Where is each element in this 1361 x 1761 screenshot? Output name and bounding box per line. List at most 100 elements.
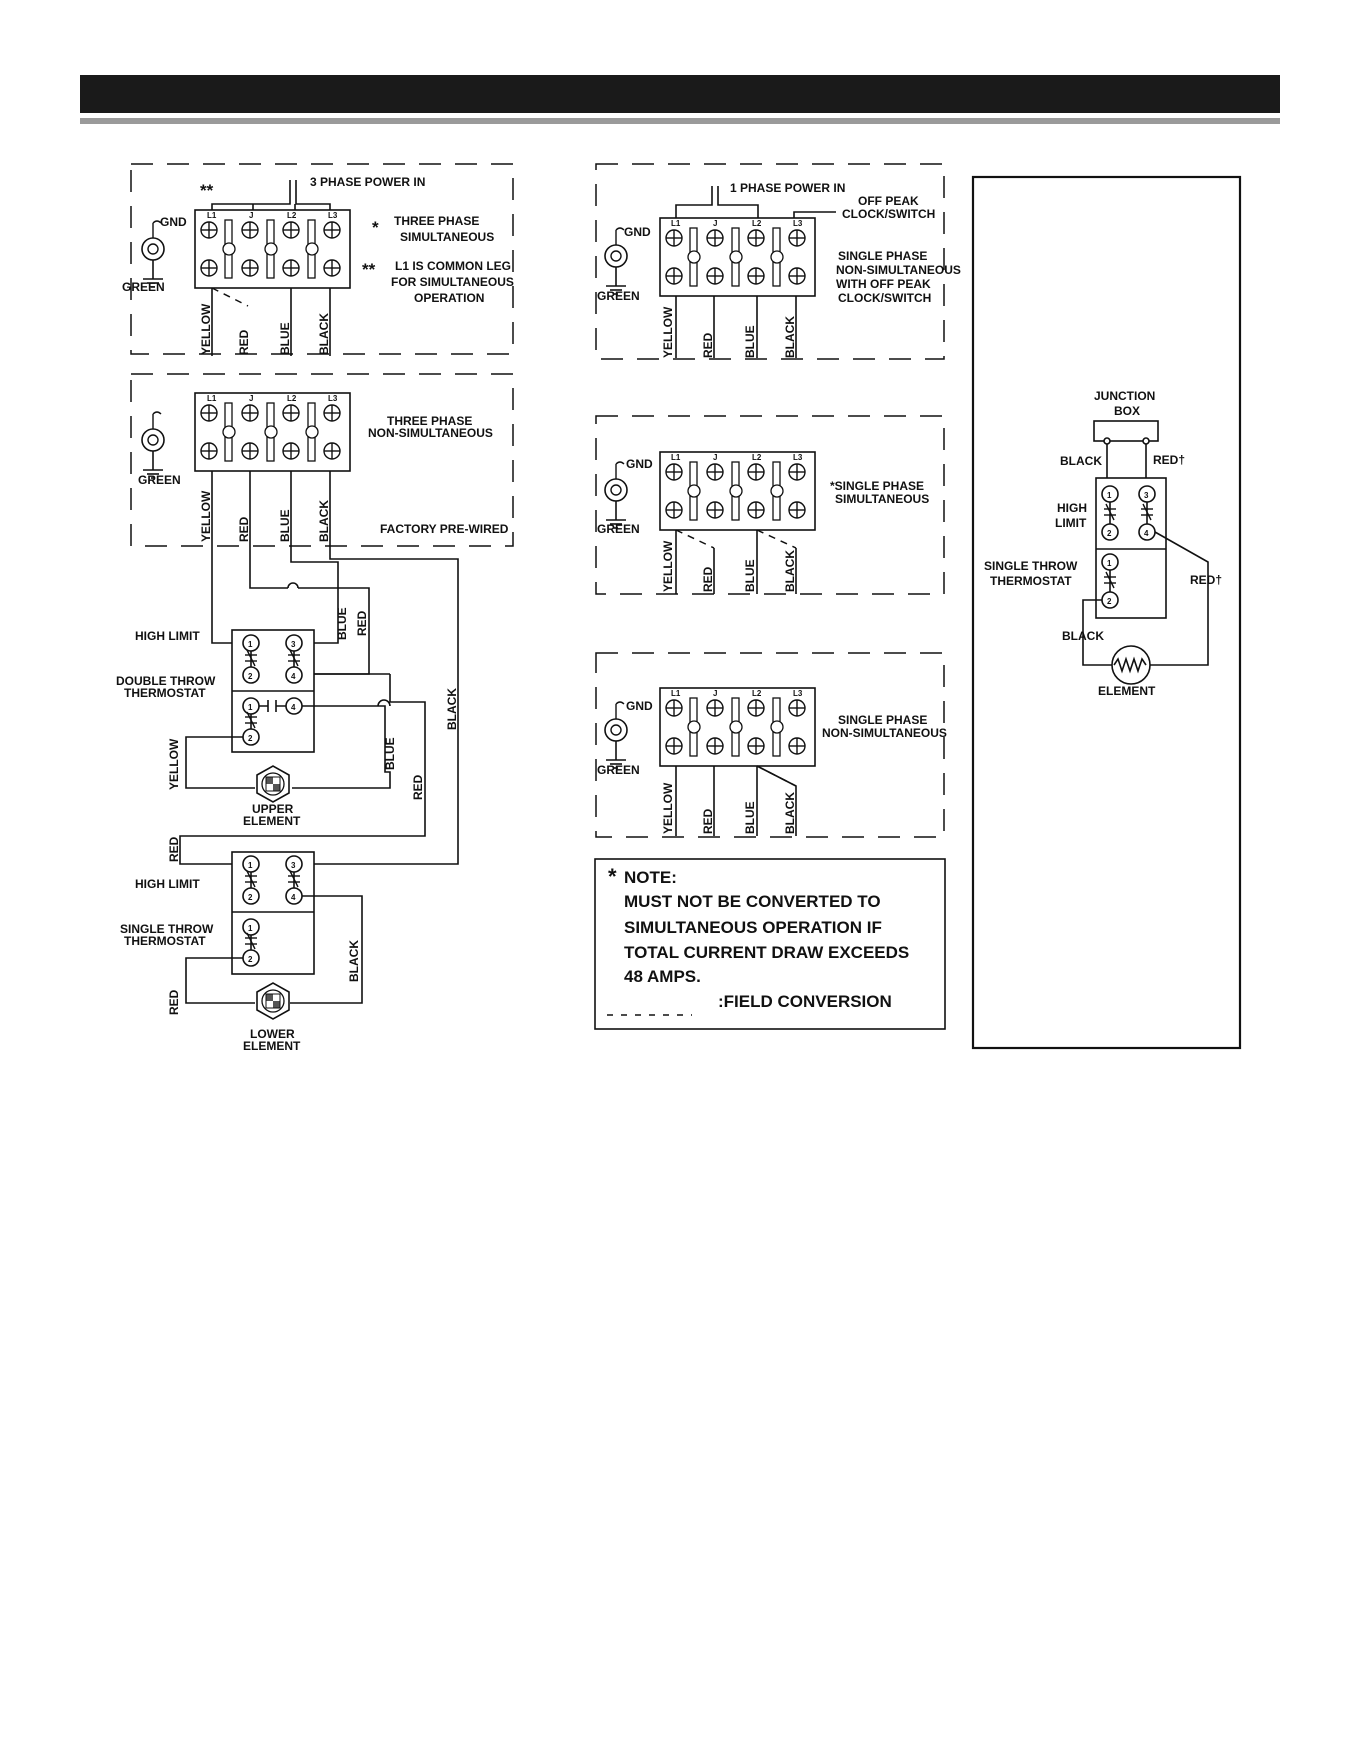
title-line-1: SINGLE PHASE xyxy=(838,713,927,727)
terminal-l1: L1 xyxy=(207,394,217,403)
wire-yellow: YELLOW xyxy=(661,540,675,592)
wire-red: RED xyxy=(237,516,251,542)
wire-blue: BLUE xyxy=(743,559,757,592)
terminal-4: 4 xyxy=(291,893,296,902)
wire-red: RED xyxy=(701,808,715,834)
power-in-label: 1 PHASE POWER IN xyxy=(730,181,845,195)
terminal-l3: L3 xyxy=(793,453,803,462)
header-bar xyxy=(80,75,1280,113)
terminal-1b: 1 xyxy=(248,703,253,712)
wire-black: BLACK xyxy=(317,500,331,542)
green-label: GREEN xyxy=(122,280,165,294)
wire-yellow-label: YELLOW xyxy=(167,738,181,790)
terminal-4b: 4 xyxy=(291,703,296,712)
common-leg-star: ** xyxy=(362,260,376,279)
wire-blue-label: BLUE xyxy=(335,607,349,640)
terminal-l2: L2 xyxy=(287,394,297,403)
double-star: ** xyxy=(200,181,214,200)
wiring-three-phase xyxy=(179,471,459,865)
title-line-1: SINGLE PHASE xyxy=(838,249,927,263)
wire-red-top-label: RED xyxy=(167,836,181,862)
terminal-l3: L3 xyxy=(328,394,338,403)
wire-black: BLACK xyxy=(783,792,797,834)
terminal-l3: L3 xyxy=(328,211,338,220)
wire-black-label: BLACK xyxy=(445,688,459,730)
panel-single-phase-off-peak: 1 PHASE POWER IN OFF PEAK CLOCK/SWITCH G… xyxy=(595,163,961,360)
terminal-l3: L3 xyxy=(793,219,803,228)
note-star: * xyxy=(608,864,617,889)
wire-blue: BLUE xyxy=(278,322,292,355)
junction-box-line-2: BOX xyxy=(1114,404,1140,418)
terminal-j: J xyxy=(249,211,253,220)
thermostat-line-2: THERMOSTAT xyxy=(124,686,206,700)
note-line-2: SIMULTANEOUS OPERATION IF xyxy=(624,918,882,937)
wire-yellow: YELLOW xyxy=(199,490,213,542)
title-line-4: CLOCK/SWITCH xyxy=(838,291,931,305)
title-line-1: THREE PHASE xyxy=(394,214,479,228)
off-peak-line-2: CLOCK/SWITCH xyxy=(842,207,935,221)
black-bottom-label: BLACK xyxy=(1062,629,1104,643)
wire-blue: BLUE xyxy=(743,325,757,358)
terminal-2b: 2 xyxy=(248,955,253,964)
lower-element-label-2: ELEMENT xyxy=(243,1039,301,1053)
title-line-1: THREE PHASE xyxy=(387,414,472,428)
panel-border xyxy=(595,415,945,595)
terminal-1: 1 xyxy=(1107,491,1112,500)
terminal-1b: 1 xyxy=(248,924,253,933)
green-label: GREEN xyxy=(597,522,640,536)
green-label: GREEN xyxy=(597,289,640,303)
wire-red-label-2: RED xyxy=(411,774,425,800)
wire-black: BLACK xyxy=(783,316,797,358)
wire-red-label: RED xyxy=(355,610,369,636)
thermostat-line-2: THERMOSTAT xyxy=(124,934,206,948)
terminal-block xyxy=(195,393,350,471)
note-border xyxy=(594,858,946,1030)
terminal-4: 4 xyxy=(291,672,296,681)
panel-three-phase-non-simultaneous: GREEN L1 J L2 L3 THREE PHASE NON-SIMULTA… xyxy=(130,373,514,547)
red-top-label: RED† xyxy=(1153,453,1185,467)
terminal-j: J xyxy=(249,394,253,403)
terminal-2: 2 xyxy=(248,893,253,902)
terminal-j: J xyxy=(713,219,717,228)
note-line-4: 48 AMPS. xyxy=(624,967,701,986)
common-leg-line-1: L1 IS COMMON LEG xyxy=(395,259,511,273)
terminal-l2: L2 xyxy=(752,689,762,698)
title-line-2: NON-SIMULTANEOUS xyxy=(822,726,947,740)
lower-element-icon xyxy=(256,982,290,1020)
panel-border xyxy=(130,373,514,547)
red-right-label: RED† xyxy=(1190,573,1222,587)
panel-single-element: JUNCTION BOX BLACK RED† 1 2 3 4 1 2 HIGH… xyxy=(971,175,1242,1050)
thermostat-line-1: DOUBLE THROW xyxy=(116,674,216,688)
panel-three-phase-simultaneous: 3 PHASE POWER IN ** GND GREEN L1 J L2 L3… xyxy=(122,163,514,356)
header-rule xyxy=(80,118,1280,124)
lower-thermostat: RED HIGH LIMIT SINGLE THROW THERMOSTAT 1… xyxy=(120,836,363,1053)
thermostat-line-1: SINGLE THROW xyxy=(984,559,1078,573)
factory-prewired-label: FACTORY PRE-WIRED xyxy=(380,522,509,536)
upper-thermostat: HIGH LIMIT DOUBLE THROW THERMOSTAT 1 2 3… xyxy=(116,629,315,753)
wire-blue-label-2: BLUE xyxy=(383,737,397,770)
wire-blue: BLUE xyxy=(743,801,757,834)
terminal-1b: 1 xyxy=(1107,559,1112,568)
terminal-l1: L1 xyxy=(207,211,217,220)
wire-yellow: YELLOW xyxy=(661,306,675,358)
panel-border xyxy=(595,163,945,360)
terminal-2: 2 xyxy=(1107,529,1112,538)
note-heading: NOTE: xyxy=(624,868,677,887)
terminal-2b: 2 xyxy=(1107,597,1112,606)
terminal-j: J xyxy=(713,453,717,462)
high-limit-line-2: LIMIT xyxy=(1055,516,1087,530)
common-leg-line-3: OPERATION xyxy=(414,291,484,305)
note-legend: :FIELD CONVERSION xyxy=(718,992,892,1011)
wire-black: BLACK xyxy=(783,550,797,592)
wire-red: RED xyxy=(701,332,715,358)
upper-element-label-2: ELEMENT xyxy=(243,814,301,828)
junction-box-line-1: JUNCTION xyxy=(1094,389,1155,403)
wire-yellow: YELLOW xyxy=(661,782,675,834)
title-line-2: NON-SIMULTANEOUS xyxy=(368,426,493,440)
panel-single-phase-non-simultaneous: GND GREEN L1 J L2 L3 SINGLE PHASE NON-SI… xyxy=(595,652,947,838)
title-line-2: SIMULTANEOUS xyxy=(400,230,494,244)
star: * xyxy=(372,218,379,237)
high-limit-line-1: HIGH xyxy=(1057,501,1087,515)
ground-lug-icon xyxy=(141,220,165,288)
